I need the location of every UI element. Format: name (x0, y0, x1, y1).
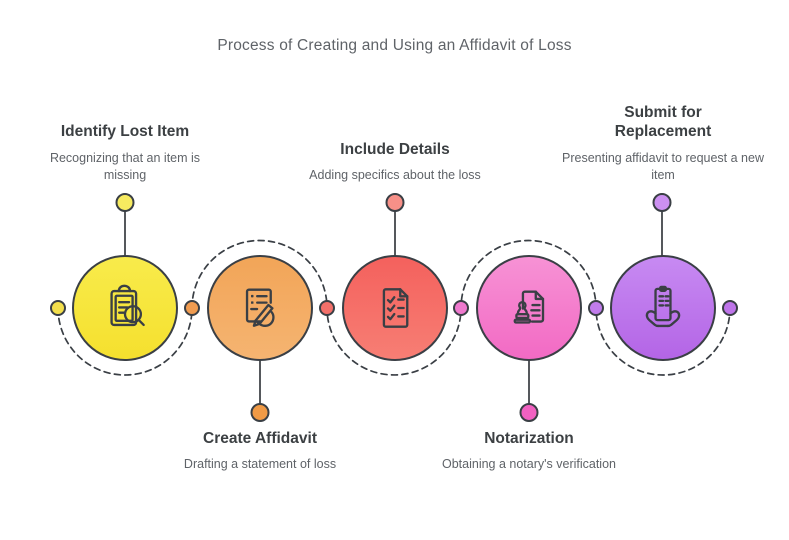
step-1-stem-dot (115, 193, 135, 212)
step-2-title: Create Affidavit (203, 430, 317, 447)
wave-dot-2 (184, 300, 200, 316)
step-3-circle (342, 255, 448, 361)
step-4-description: Obtaining a notary's verification (441, 457, 616, 472)
step-4-circle (476, 255, 582, 361)
step-3-title: Include Details (340, 140, 450, 158)
checklist-document-icon (382, 288, 409, 328)
clipboard-search-icon (110, 284, 145, 327)
wave-dot-5 (588, 300, 604, 316)
step-3-description: Adding specifics about the loss (309, 168, 481, 183)
step-5-label: Submit for Replacement Presenting affida… (558, 103, 768, 185)
wave-dot-1 (50, 300, 66, 316)
step-1-title: Identify Lost Item (60, 123, 190, 141)
step-4-label: Notarization Obtaining a notary's verifi… (419, 429, 639, 474)
step-1-description: Recognizing that an item is missing (49, 150, 201, 183)
step-1-circle (72, 255, 178, 361)
wave-dot-6 (722, 300, 738, 316)
step-3-label: Include Details Adding specifics about t… (290, 140, 500, 185)
writing-hand-icon (245, 288, 275, 327)
wave-dot-3 (319, 300, 335, 316)
step-2-label: Create Affidavit Drafting a statement of… (152, 429, 368, 474)
step-5-circle (610, 255, 716, 361)
step-4-title: Notarization (484, 430, 574, 447)
diagram-title: Process of Creating and Using an Affidav… (217, 37, 572, 54)
step-2-circle (207, 255, 313, 361)
hands-holding-document-icon (645, 285, 681, 328)
notary-stamp-icon (513, 290, 545, 324)
step-4-stem-dot (519, 403, 539, 422)
step-5-stem-dot (652, 193, 672, 212)
step-2-stem-dot (250, 403, 270, 422)
step-5-title: Submit for Replacement (614, 103, 712, 141)
step-5-description: Presenting affidavit to request a new it… (562, 150, 764, 183)
step-2-description: Drafting a statement of loss (183, 457, 337, 472)
step-3-stem-dot (385, 193, 405, 212)
step-1-label: Identify Lost Item Recognizing that an i… (20, 122, 230, 185)
wave-dot-4 (453, 300, 469, 316)
dashed-wave-connector (57, 239, 731, 376)
